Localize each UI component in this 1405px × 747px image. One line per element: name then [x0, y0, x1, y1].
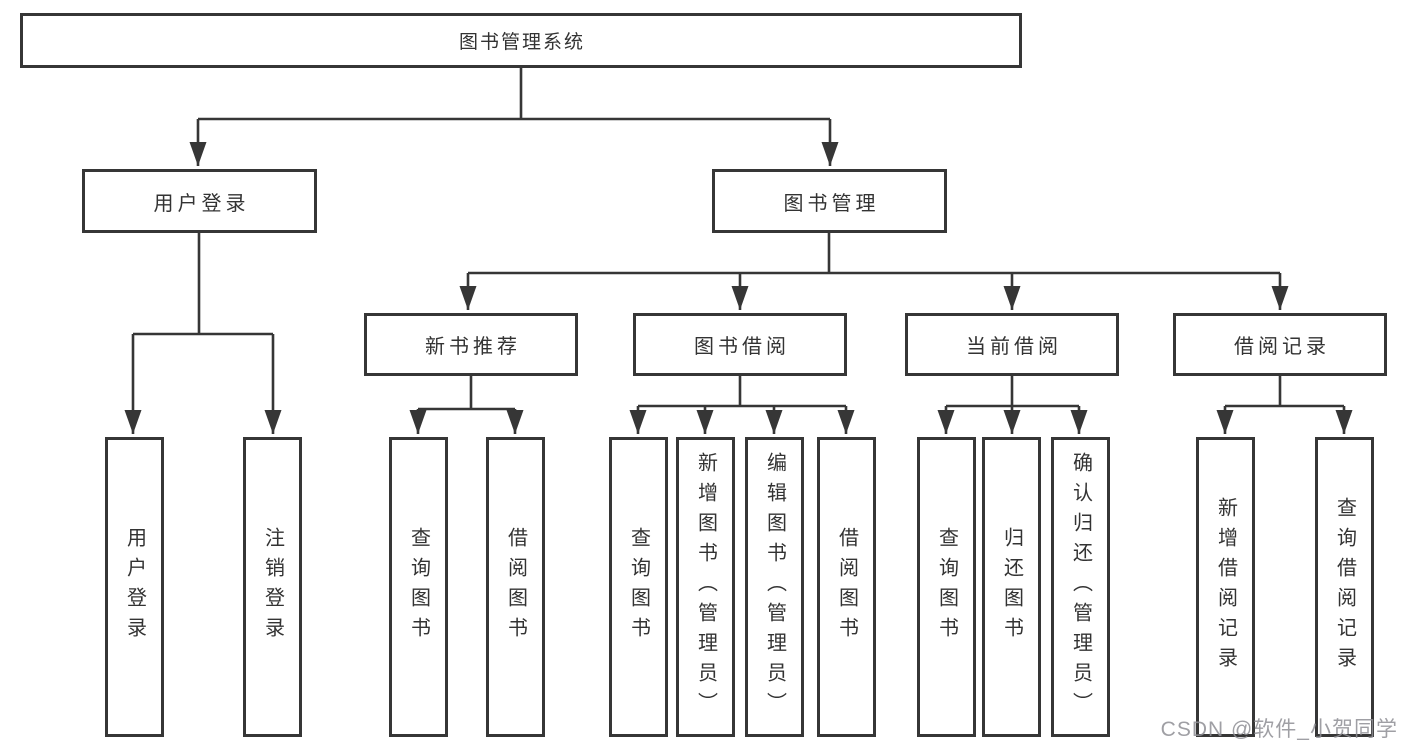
node-borrowing-records: 借阅记录	[1173, 313, 1387, 376]
leaf-add-books-admin: 新增图书（管理员）	[676, 437, 735, 737]
node-book-borrowing: 图书借阅	[633, 313, 847, 376]
node-library-management-system: 图书管理系统	[20, 13, 1022, 68]
leaf-query-books-recommend: 查询图书	[389, 437, 448, 737]
leaf-logout: 注销登录	[243, 437, 302, 737]
leaf-query-books-current: 查询图书	[917, 437, 976, 737]
leaf-return-books: 归还图书	[982, 437, 1041, 737]
leaf-borrow-books: 借阅图书	[817, 437, 876, 737]
node-current-borrowing: 当前借阅	[905, 313, 1119, 376]
leaf-borrow-books-recommend: 借阅图书	[486, 437, 545, 737]
node-book-management: 图书管理	[712, 169, 947, 233]
leaf-add-borrow-record: 新增借阅记录	[1196, 437, 1255, 737]
leaf-user-login: 用户登录	[105, 437, 164, 737]
leaf-confirm-return-admin: 确认归还（管理员）	[1051, 437, 1110, 737]
node-new-book-recommendation: 新书推荐	[364, 313, 578, 376]
csdn-watermark: CSDN @软件_小贺同学	[1160, 718, 1398, 741]
leaf-query-borrow-record: 查询借阅记录	[1315, 437, 1374, 737]
leaf-query-books-borrow: 查询图书	[609, 437, 668, 737]
leaf-edit-books-admin: 编辑图书（管理员）	[745, 437, 804, 737]
node-user-login: 用户登录	[82, 169, 317, 233]
